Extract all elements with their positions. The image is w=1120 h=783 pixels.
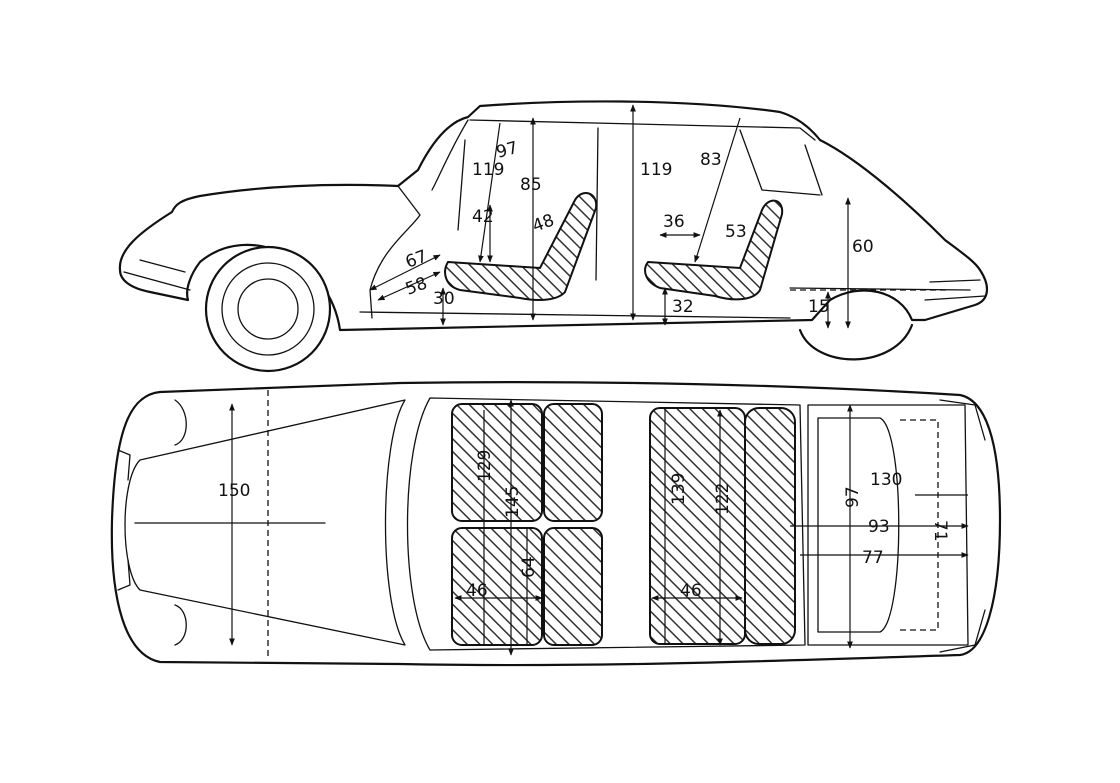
label-rear-diagonal: 83 xyxy=(700,150,722,170)
front-light-bottom xyxy=(117,559,131,591)
rear-bumper xyxy=(924,279,986,301)
front-light-top xyxy=(117,449,131,481)
front-wheel xyxy=(204,245,332,373)
front-seat-right-back xyxy=(543,527,603,646)
top-body-outline xyxy=(110,381,1002,667)
label-trunk-inner: 93 xyxy=(868,517,890,537)
label-trunk-depth: 71 xyxy=(930,520,950,542)
front-hub-ring xyxy=(221,262,315,356)
label-front-seat-width: 46 xyxy=(466,581,488,601)
label-rear-seat-width: 46 xyxy=(680,581,702,601)
label-front-floor: 30 xyxy=(433,289,455,309)
label-front-shoulder: 145 xyxy=(503,486,523,518)
label-trunk-width-outer: 130 xyxy=(870,470,902,490)
rear-window xyxy=(739,129,821,196)
rear-wheel xyxy=(798,323,914,361)
front-seat xyxy=(444,192,598,301)
front-windscreen xyxy=(431,119,469,191)
label-bonnet-width: 150 xyxy=(218,481,250,501)
front-seat-left-back xyxy=(543,403,603,522)
trunk-outline-top xyxy=(807,404,969,646)
label-rear-knee: 36 xyxy=(663,212,685,232)
trunk-dashed-box xyxy=(900,419,939,631)
front-seat-left xyxy=(451,403,543,522)
top-view: 150 129 145 64 46 139 122 46 130 97 93 7… xyxy=(110,381,1002,667)
label-pedal: 67 xyxy=(403,247,430,273)
rear-bench xyxy=(649,407,746,645)
bonnet-outline xyxy=(124,399,406,646)
label-front-seatback: 48 xyxy=(530,211,557,237)
label-trunk-sill: 15 xyxy=(808,297,830,317)
dim-line-front-diagonal xyxy=(478,122,501,263)
label-footwell: 58 xyxy=(403,274,430,300)
front-seat-right xyxy=(451,527,543,646)
side-view: 119 97 85 42 48 67 58 30 119 83 36 53 32… xyxy=(118,100,988,373)
label-front-cushion: 42 xyxy=(472,207,494,227)
steering-column xyxy=(457,139,466,231)
label-front-seat-depth: 64 xyxy=(519,556,539,578)
trunk-inner xyxy=(817,417,900,633)
floor-line xyxy=(359,311,791,319)
label-rear-shoulder: 139 xyxy=(669,473,689,505)
roof-line xyxy=(469,119,816,141)
rear-light-bottom xyxy=(939,609,986,653)
cabin-outline xyxy=(406,397,806,651)
label-headroom-front: 119 xyxy=(472,160,504,180)
label-rear-bench: 122 xyxy=(713,483,733,515)
label-trunk-floor: 77 xyxy=(862,548,884,568)
label-rear-seatback: 53 xyxy=(725,222,747,242)
front-fender-right xyxy=(174,604,187,646)
label-front-diagonal: 97 xyxy=(494,138,520,163)
front-hubcap xyxy=(237,278,299,340)
dim-line-rear-diagonal xyxy=(694,117,741,263)
label-front-seat-height: 85 xyxy=(520,175,542,195)
rear-seat xyxy=(644,199,784,301)
label-rear-floor: 32 xyxy=(672,297,694,317)
c-pillar xyxy=(804,144,823,196)
label-headroom-rear: 119 xyxy=(640,160,672,180)
label-front-seat-length: 129 xyxy=(475,450,495,482)
dim-line-footwell xyxy=(377,271,441,301)
front-fender-left xyxy=(174,399,187,446)
label-trunk-width: 97 xyxy=(843,486,863,508)
front-bumper xyxy=(123,259,191,291)
rear-light-top xyxy=(939,399,986,441)
rear-bench-back xyxy=(744,407,796,645)
label-trunk-height: 60 xyxy=(852,237,874,257)
